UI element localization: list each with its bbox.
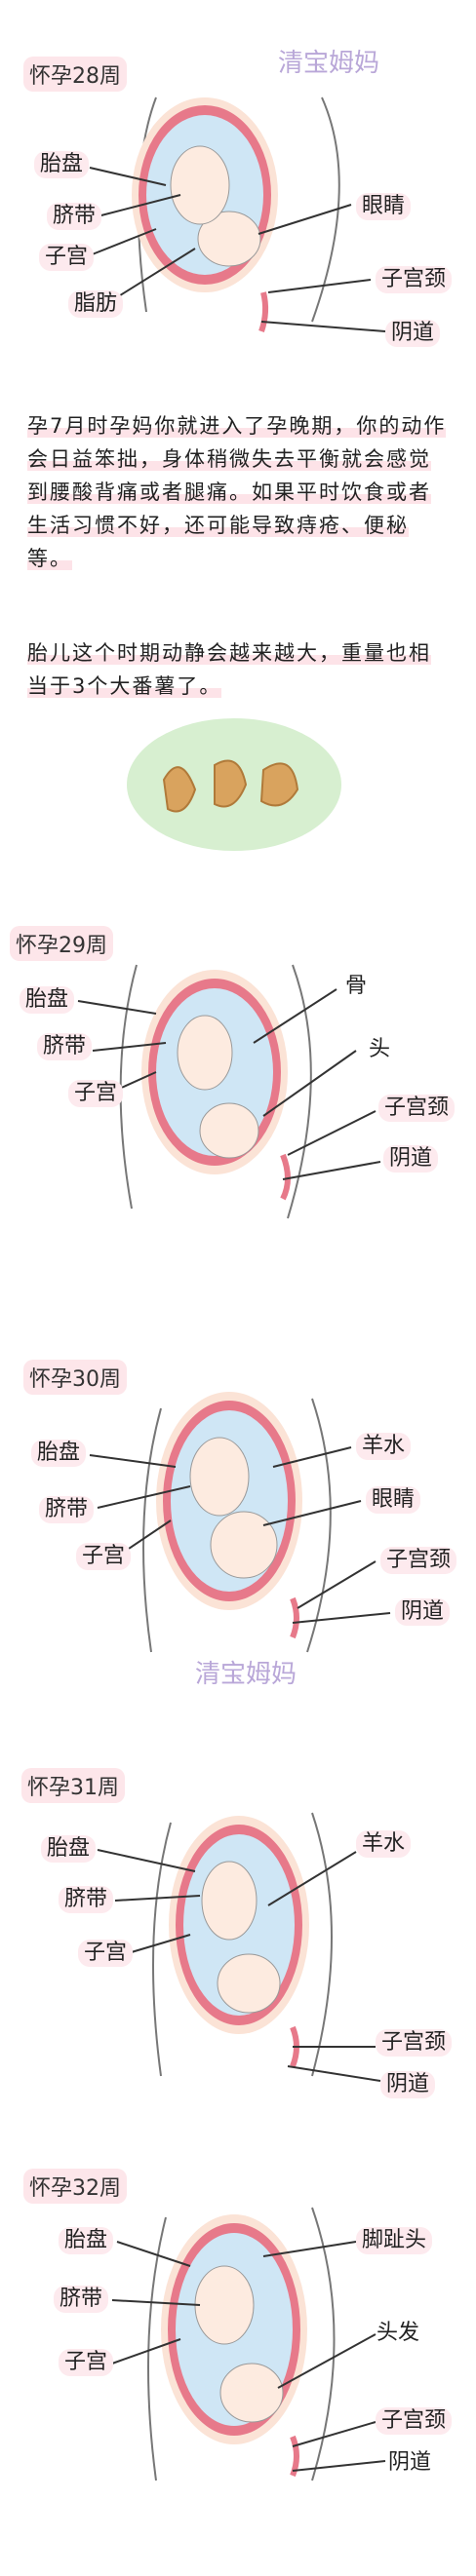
- label-placenta: 胎盘: [41, 1835, 97, 1864]
- label-vagina: 阴道: [395, 1598, 451, 1627]
- label-eyes: 眼睛: [366, 1486, 421, 1515]
- sweet-potato-illustration: [127, 718, 341, 851]
- week-28-illustration: [89, 96, 386, 332]
- label-cervix: 子宫颈: [380, 1547, 457, 1575]
- week-title: 怀孕30周: [23, 1360, 127, 1395]
- label-vagina: 阴道: [380, 2071, 436, 2099]
- week-29-illustration: [77, 964, 381, 1219]
- label-cervix: 子宫颈: [376, 2029, 453, 2057]
- label-uterus: 子宫: [76, 1543, 132, 1571]
- label-bone: 骨: [345, 974, 368, 998]
- label-vagina: 阴道: [385, 320, 441, 348]
- label-amniotic-fluid: 羊水: [356, 1830, 412, 1859]
- week-30-illustration: [89, 1392, 391, 1653]
- label-cervix: 子宫颈: [376, 266, 453, 294]
- label-umbilical-cord: 脐带: [54, 2286, 109, 2314]
- week-title: 怀孕31周: [21, 1768, 125, 1803]
- week-30-section: 怀孕30周 胎盘 脐带 子宫 羊水 眼睛 子宫颈 阴道 清宝姆妈: [0, 1340, 476, 1749]
- week-title: 怀孕29周: [10, 926, 113, 961]
- week-31-section: 怀孕31周 胎盘 脐带 子宫 羊水 子宫颈 阴道: [0, 1754, 476, 2164]
- paragraph-1: 孕7月时孕妈你就进入了孕晚期，你的动作会日益笨拙，身体稍微失去平衡就会感觉到腰酸…: [27, 414, 447, 570]
- week-title: 怀孕28周: [23, 57, 127, 92]
- label-uterus: 子宫: [78, 1940, 134, 1968]
- label-amniotic-fluid: 羊水: [356, 1433, 412, 1461]
- label-head: 头: [369, 1037, 391, 1061]
- label-umbilical-cord: 脐带: [47, 203, 102, 231]
- week-32-section: 怀孕32周 胎盘 脐带 子宫 脚趾头 头发 子宫颈 阴道: [0, 2159, 476, 2576]
- label-umbilical-cord: 脐带: [37, 1033, 93, 1061]
- label-placenta: 胎盘: [31, 1440, 87, 1468]
- label-placenta: 胎盘: [20, 986, 75, 1015]
- week-32-illustration: [111, 2207, 386, 2481]
- week-title: 怀孕32周: [23, 2169, 127, 2204]
- paragraph-2: 胎儿这个时期动静会越来越大，重量也相当于3个大番薯了。: [27, 641, 431, 698]
- label-cervix: 子宫颈: [378, 1095, 456, 1123]
- label-hair: 头发: [377, 2321, 420, 2345]
- week-28-section: 怀孕28周 清宝姆妈 胎盘 脐带 子宫 脂肪 眼睛 子宫颈 阴道: [0, 0, 476, 380]
- label-uterus: 子宫: [39, 244, 95, 272]
- watermark-text: 清宝姆妈: [278, 49, 380, 78]
- label-eyes: 眼睛: [356, 193, 412, 221]
- label-vagina: 阴道: [388, 2450, 432, 2475]
- label-placenta: 胎盘: [59, 2227, 114, 2255]
- label-uterus: 子宫: [59, 2349, 114, 2377]
- week-31-illustration: [97, 1812, 381, 2082]
- label-vagina: 阴道: [383, 1145, 439, 1173]
- label-cervix: 子宫颈: [376, 2407, 453, 2436]
- label-toes: 脚趾头: [356, 2227, 433, 2255]
- watermark-text: 清宝姆妈: [195, 1660, 298, 1689]
- label-umbilical-cord: 脐带: [59, 1886, 114, 1914]
- label-placenta: 胎盘: [34, 151, 90, 179]
- label-umbilical-cord: 脐带: [39, 1496, 95, 1524]
- label-fat: 脂肪: [68, 290, 124, 319]
- week-29-section: 怀孕29周 胎盘 脐带 子宫 骨 头 子宫颈 阴道: [0, 906, 476, 1296]
- label-uterus: 子宫: [68, 1080, 124, 1108]
